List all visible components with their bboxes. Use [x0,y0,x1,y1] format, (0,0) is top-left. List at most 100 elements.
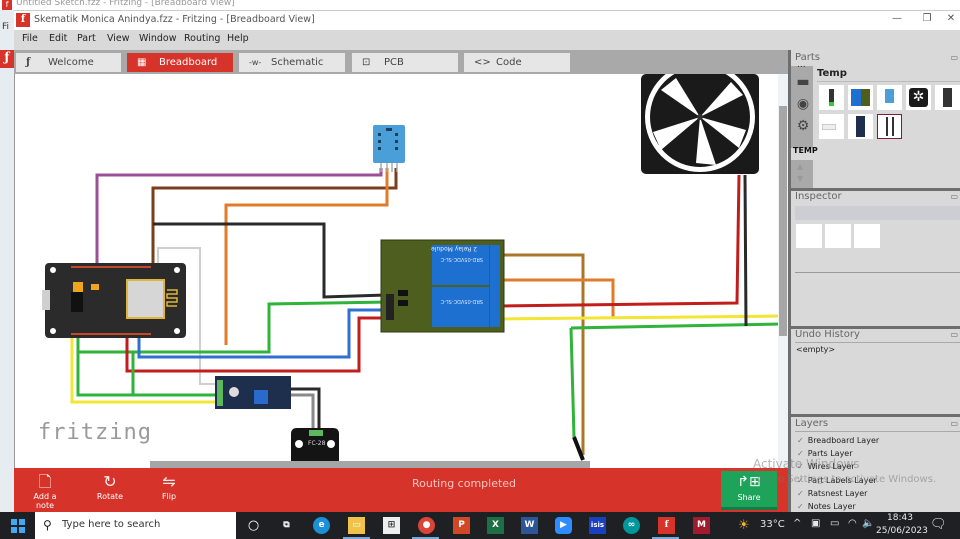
windows-start-icon[interactable] [10,518,26,534]
taskbar-search[interactable]: ⚲ Type here to search [35,512,236,539]
menu-routing[interactable]: Routing [184,33,221,44]
maximize-button[interactable]: ❐ [922,13,932,24]
file-explorer-icon[interactable]: ▭ [348,517,365,534]
wire-green-down [569,327,576,438]
menu-help[interactable]: Help [227,33,249,44]
inspector-schematic-image [825,224,851,248]
robot-bin-icon[interactable]: ⚙ [796,118,810,134]
part-tile-fan[interactable]: ✲ [906,85,931,110]
search-icon: ⚲ [43,518,52,532]
isis-icon[interactable]: isis [589,517,606,534]
wire-red-relay [125,316,386,373]
flip-button[interactable]: ⇋ Flip [154,472,184,501]
check-icon: ✓ [797,476,804,485]
fc28-probe: FC-28 [291,428,339,468]
breadboard-canvas[interactable]: 2 Relay Module SRD-05VDC-SL-C SRD-05VDC-… [14,74,788,468]
cortana-icon[interactable]: ○ [247,518,260,533]
layer-notes[interactable]: ✓Notes Layer [797,502,856,511]
fritzing-watermark: fritzing [38,420,152,445]
menu-bar: File Edit Part View Window Routing Help [14,30,960,50]
layers-float-icon[interactable]: ▭ [950,419,958,428]
layer-part-labels[interactable]: ✓Part Labels Layer [797,476,877,485]
scroll-down-icon[interactable]: ▼ [797,174,804,183]
menu-view[interactable]: View [107,33,130,44]
rotate-button[interactable]: ↻ Rotate [89,472,131,501]
tray-chevron-icon[interactable]: ^ [793,518,802,529]
inspector-float-icon[interactable]: ▭ [950,192,958,201]
check-icon: ✓ [797,436,804,445]
vertical-scrollbar[interactable] [778,74,788,468]
part-tile-dc-jack[interactable] [819,85,844,110]
arduino-icon[interactable]: ∞ [623,517,640,534]
part-tile-nodemcu[interactable] [935,85,960,110]
notification-icon[interactable]: 🗨 [930,517,947,532]
undo-history-title: Undo History [795,329,860,340]
close-button[interactable]: ✕ [946,13,956,24]
tab-pcb[interactable]: ⊡PCB [352,53,458,72]
check-icon: ✓ [797,489,804,498]
store-icon[interactable]: ⊞ [383,517,400,534]
vertical-scroll-thumb[interactable] [779,106,787,336]
layer-parts[interactable]: ✓Parts Layer [797,449,853,458]
more-bins[interactable]: ... [797,60,806,70]
tab-breadboard-label: Breadboard [159,57,218,68]
wifi-icon[interactable]: ◠ [848,518,857,529]
horizontal-scroll-thumb[interactable] [150,461,590,468]
layer-wires[interactable]: ✓Wires Layer [797,462,855,471]
excel-icon[interactable]: X [487,517,504,534]
part-tile-relay[interactable] [848,85,873,110]
layer-ratsnest[interactable]: ✓Ratsnest Layer [797,489,868,498]
battery-icon[interactable]: ▭ [830,518,840,529]
tab-code[interactable]: <>Code [464,53,570,72]
menu-file[interactable]: File [22,33,38,44]
word-icon[interactable]: W [521,517,538,534]
edge-icon[interactable]: e [313,517,330,534]
part-tile-dht11[interactable] [877,85,902,110]
weather-temp[interactable]: 33°C [760,519,785,530]
tab-breadboard[interactable]: ▦Breadboard [127,53,233,72]
antenna-bin-icon[interactable]: ◉ [796,96,810,112]
part-tile-soil-probe[interactable] [877,114,902,139]
undo-float-icon[interactable]: ▭ [950,330,958,339]
wire-blue [137,308,386,359]
menu-part[interactable]: Part [77,33,96,44]
wire-black-fan [743,174,748,327]
clock-date[interactable]: 25/06/2023 [876,526,928,536]
mendeley-icon[interactable]: M [693,517,710,534]
chrome-icon[interactable]: ● [418,517,435,534]
fritzing-taskbar-icon[interactable]: f [658,517,675,534]
ic-bin-icon[interactable]: ▬ [796,74,810,90]
zoom-icon[interactable]: ▶ [555,517,572,534]
clock-time[interactable]: 18:43 [887,513,913,523]
wire-green-relay [76,300,387,354]
parts-float-icon[interactable]: ▭ [950,53,958,62]
task-view-icon[interactable]: ⧉ [283,520,290,530]
tab-schematic[interactable]: -w-Schematic [239,53,345,72]
volume-icon[interactable]: 🔈 [862,518,875,529]
fritzing-f-icon: ƒ [26,57,31,68]
scroll-up-icon[interactable]: ▲ [797,162,804,171]
menu-window[interactable]: Window [139,33,177,44]
relay-title: 2 Relay Module [431,245,477,252]
share-button[interactable]: ↱⊞ Share [721,471,777,510]
minimize-button[interactable]: — [892,13,902,24]
menu-edit[interactable]: Edit [49,33,68,44]
temp-bin-label[interactable]: TEMP [793,146,818,155]
wire-gray-probe [285,393,315,438]
layer-breadboard[interactable]: ✓Breadboard Layer [797,436,880,445]
part-tile-soil-module[interactable] [848,114,873,139]
meet-now-icon[interactable]: ▣ [811,518,821,529]
powerpoint-icon[interactable]: P [453,517,470,534]
add-note-button[interactable]: 🗋 Add a note [24,472,66,510]
inspector-breadboard-image [796,224,822,248]
background-window-logo: f [2,0,12,10]
circuit-drawing: 2 Relay Module SRD-05VDC-SL-C SRD-05VDC-… [42,74,782,468]
probe-label: FC-28 [308,440,326,447]
check-icon: ✓ [797,449,804,458]
weather-icon[interactable]: ☀ [738,518,750,533]
bin-scroll[interactable]: ▲ ▼ [791,160,813,188]
wire-purple [95,168,383,265]
part-tile-probe[interactable] [819,114,844,139]
background-window-edge: Fi ƒ [0,10,14,512]
